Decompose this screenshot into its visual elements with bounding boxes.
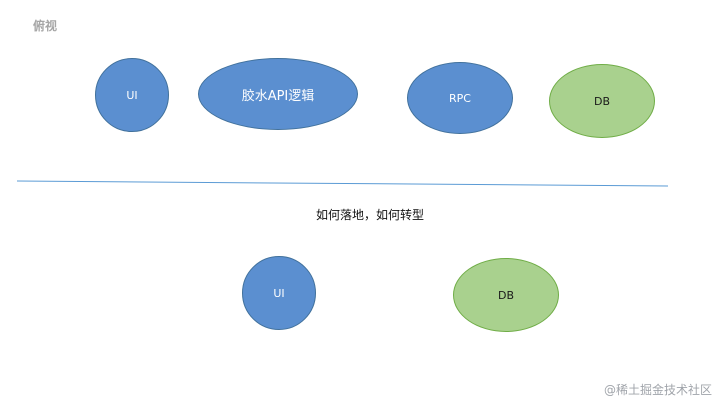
node-db-top: DB: [549, 64, 655, 138]
node-db-top-label: DB: [593, 94, 611, 108]
node-glue-api-label: 胶水API逻辑: [241, 88, 315, 104]
node-glue-api: 胶水API逻辑: [198, 58, 358, 130]
node-ui-top: UI: [95, 58, 169, 132]
node-ui-bottom: UI: [242, 256, 316, 330]
node-rpc: RPC: [407, 62, 513, 134]
node-db-bottom: DB: [453, 258, 559, 332]
node-ui-bottom-label: UI: [273, 286, 285, 300]
node-db-bottom-label: DB: [497, 288, 515, 302]
node-ui-top-label: UI: [126, 88, 138, 102]
slide-title: 俯视: [33, 19, 58, 33]
caption: 如何落地，如何转型: [316, 208, 425, 222]
watermark: @稀土掘金技术社区: [603, 383, 712, 397]
node-rpc-label: RPC: [449, 91, 471, 105]
